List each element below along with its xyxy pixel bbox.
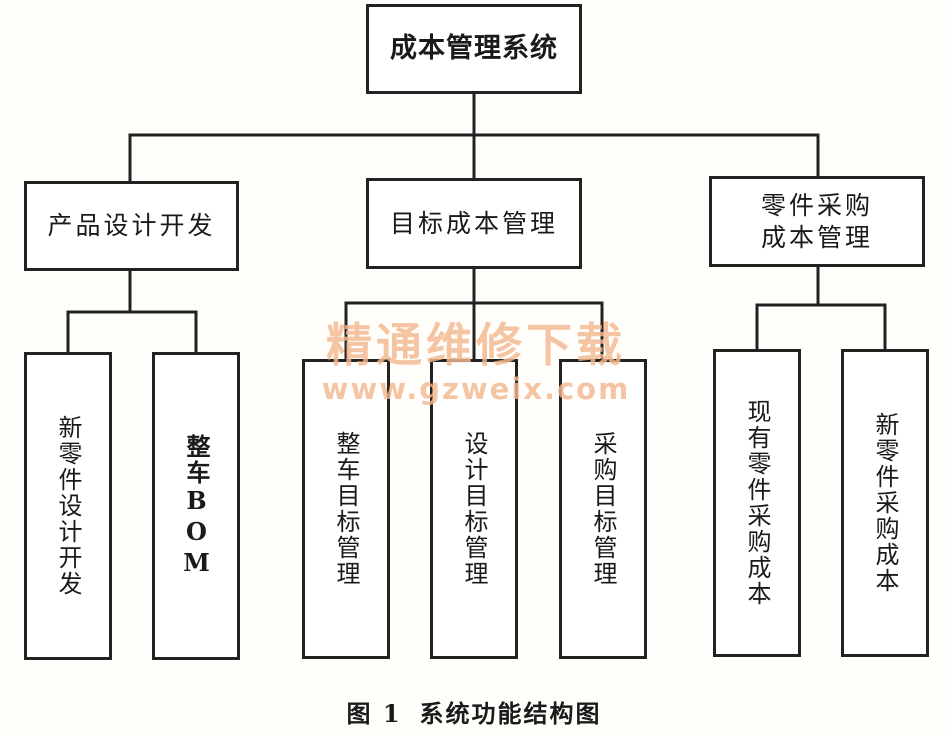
figure-title: 系统功能结构图	[419, 699, 602, 728]
leaf-node-label: 新零件设计开发	[54, 415, 82, 597]
branch-node-parts-procurement: 零件采购 成本管理	[709, 176, 925, 267]
leaf-node-procurement-target: 采购目标管理	[559, 359, 647, 659]
leaf-node-label: 采购目标管理	[589, 431, 617, 587]
leaf-node-design-target: 设计目标管理	[430, 359, 518, 659]
figure-caption: 图 1 系统功能结构图	[0, 694, 948, 729]
branch-node-label: 产品设计开发	[47, 211, 216, 240]
leaf-node-label: 整车BOM	[182, 433, 211, 579]
leaf-node-label: 现有零件采购成本	[743, 399, 771, 607]
leaf-node-existing-part-cost: 现有零件采购成本	[713, 349, 801, 657]
figure-number: 图 1	[346, 699, 402, 728]
leaf-node-new-part-design: 新零件设计开发	[24, 352, 112, 660]
leaf-node-vehicle-bom: 整车BOM	[152, 352, 240, 660]
leaf-node-vehicle-target: 整车目标管理	[302, 359, 390, 659]
leaf-node-label: 整车目标管理	[332, 431, 360, 587]
leaf-node-label: 设计目标管理	[460, 431, 488, 587]
branch-node-product-design: 产品设计开发	[24, 181, 239, 271]
root-node-label: 成本管理系统	[390, 33, 558, 64]
branch-node-label: 零件采购 成本管理	[760, 190, 873, 252]
leaf-node-new-part-cost: 新零件采购成本	[841, 349, 929, 657]
branch-node-label: 目标成本管理	[389, 208, 558, 238]
root-node: 成本管理系统	[366, 4, 582, 94]
leaf-node-label: 新零件采购成本	[871, 412, 899, 594]
branch-node-target-cost: 目标成本管理	[366, 178, 582, 269]
